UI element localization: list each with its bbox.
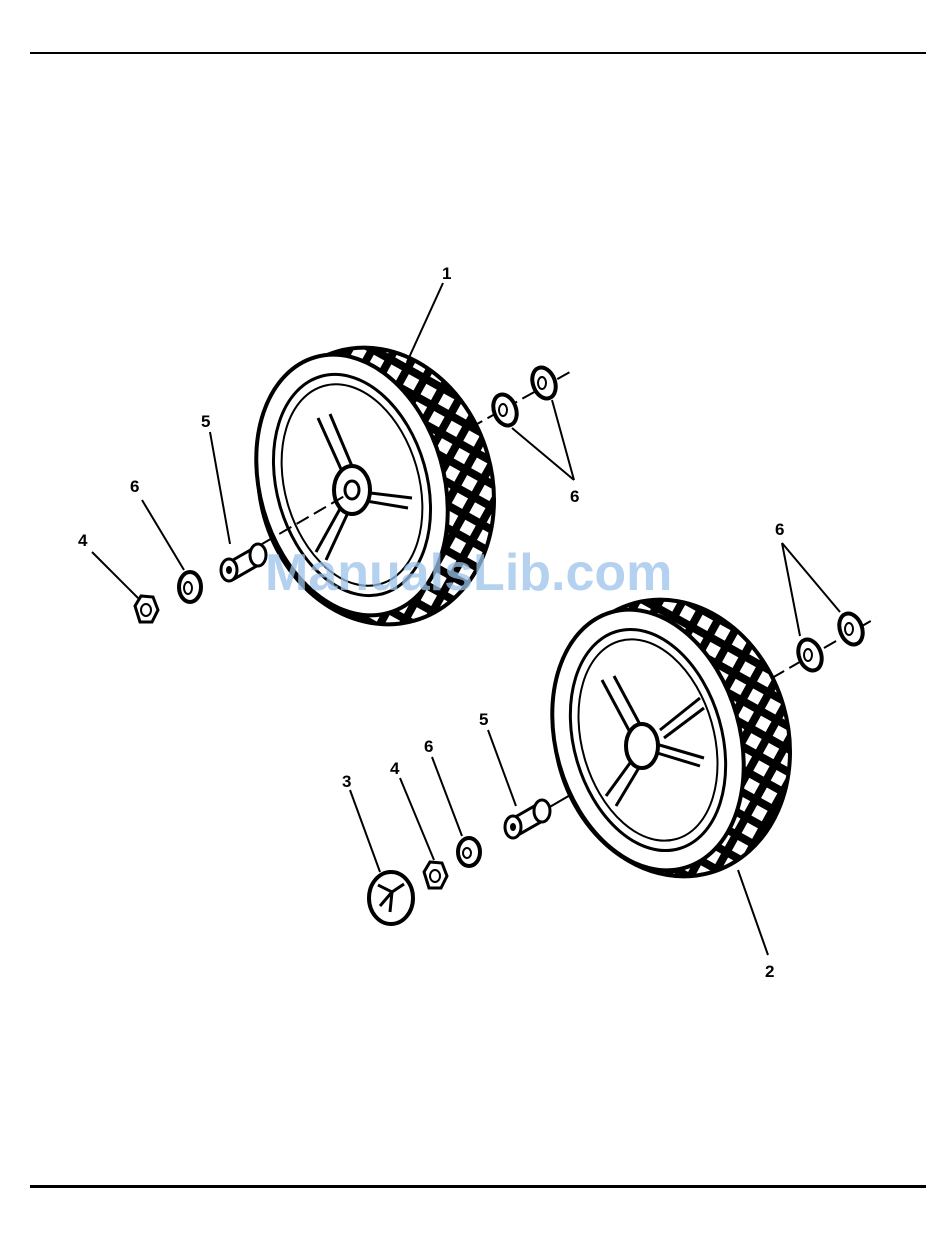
axle-line-lower-left (548, 794, 572, 808)
callout-6-upper-right: 6 (570, 487, 579, 506)
callout-4-lower: 4 (390, 759, 400, 778)
washers-lower-right (794, 610, 867, 674)
callout-1: 1 (442, 264, 451, 283)
callout-4-upper: 4 (78, 531, 88, 550)
callout-6-lower-right: 6 (775, 520, 784, 539)
hub-cap (369, 872, 413, 924)
washer-lower-left (458, 838, 480, 866)
washer-upper-left (179, 572, 201, 602)
spacer-lower (505, 800, 550, 838)
watermark-text: ManualsLib.com (265, 543, 672, 603)
spacer-upper (221, 544, 266, 581)
callout-6-lower-left: 6 (424, 737, 433, 756)
wheel-lower (522, 571, 822, 904)
callout-5-upper: 5 (201, 412, 210, 431)
callout-5-lower: 5 (479, 710, 488, 729)
nut-upper (135, 596, 158, 622)
callout-6-upper-left: 6 (130, 477, 139, 496)
callout-3: 3 (342, 772, 351, 791)
nut-lower (424, 862, 447, 888)
callout-2: 2 (765, 962, 774, 981)
